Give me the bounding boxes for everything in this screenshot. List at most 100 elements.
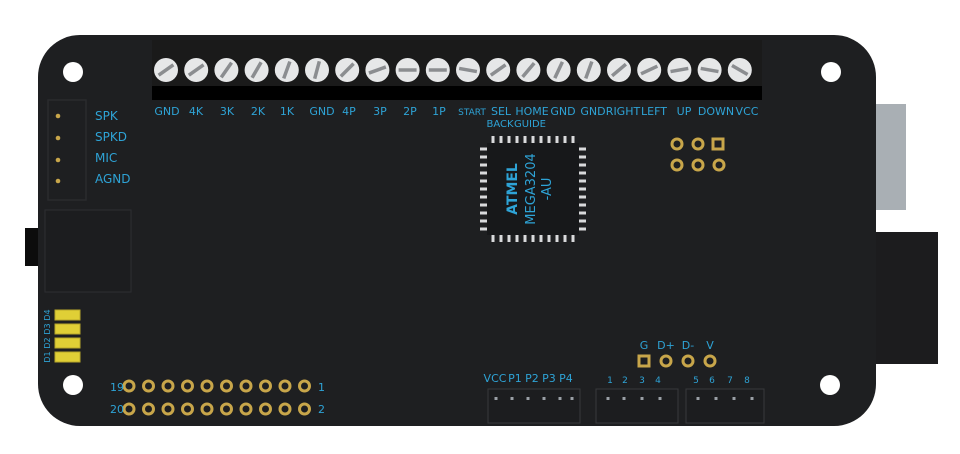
audio-header — [47, 99, 87, 201]
isp-pad — [712, 158, 726, 172]
header-pad — [259, 402, 272, 416]
header-pad — [200, 379, 214, 393]
connector-number: 4 — [655, 376, 661, 386]
led — [54, 351, 81, 363]
connector-number: 3 — [639, 376, 645, 386]
chip-pin — [480, 163, 488, 167]
terminal-label: GND — [580, 105, 605, 118]
terminal-label: 4P — [342, 105, 356, 118]
connector-label: P4 — [559, 372, 573, 385]
terminal-label: LEFT — [641, 105, 667, 118]
terminal-screw — [486, 58, 511, 82]
header-pad — [181, 379, 194, 393]
connector-label: P2 — [525, 372, 539, 385]
usb-label-dminus: D- — [682, 339, 694, 352]
chip-pin — [499, 234, 503, 242]
led-array — [54, 309, 81, 363]
chip-marking-suffix: -AU — [540, 178, 555, 201]
usb-label-g: G — [640, 339, 649, 352]
connector-pin — [640, 397, 644, 400]
chip-pin — [547, 234, 551, 242]
terminal-screw — [607, 58, 631, 82]
chip-pin — [507, 136, 511, 144]
header-pad — [181, 402, 194, 416]
terminal-screw — [637, 58, 662, 82]
chip-pin — [480, 171, 488, 175]
terminal-screw — [335, 58, 360, 82]
chip-pin — [480, 211, 488, 215]
guide-label: GUIDE — [514, 119, 546, 130]
connector-pin — [494, 397, 498, 400]
terminal-label: 2P — [403, 105, 417, 118]
microcontroller-chip — [487, 143, 579, 235]
chip-pin — [531, 136, 535, 144]
chip-pin — [578, 179, 586, 183]
isp-pad-square — [711, 137, 725, 151]
header-pad — [122, 402, 136, 416]
led-label-d1: D1 — [43, 351, 52, 362]
connector-1-4 — [595, 388, 679, 424]
isp-header — [670, 137, 726, 172]
audio-pin — [55, 178, 61, 184]
terminal-screw — [546, 58, 571, 82]
audio-header-pins — [55, 113, 61, 184]
isp-pad — [691, 137, 705, 151]
chip-pin — [555, 234, 559, 242]
header-pad — [220, 379, 233, 393]
connector-pin — [606, 397, 610, 400]
connector-pin — [558, 397, 562, 400]
connector-pins — [494, 397, 754, 400]
connector-pin — [542, 397, 546, 400]
terminal-label: 4K — [189, 105, 204, 118]
header-pad — [122, 379, 136, 393]
isp-pad — [691, 158, 705, 172]
terminal-label: 1K — [280, 105, 295, 118]
chip-pin — [555, 136, 559, 144]
chip-pin — [531, 234, 535, 242]
chip-pin — [515, 136, 519, 144]
usb-pad — [681, 354, 695, 368]
chip-pin — [578, 187, 586, 191]
connector-pin — [526, 397, 530, 400]
terminal-screw — [576, 58, 601, 82]
connector-5-8 — [685, 388, 765, 424]
chip-pin — [578, 203, 586, 207]
chip-pin — [480, 203, 488, 207]
chip-pin — [480, 147, 488, 151]
header-pad — [220, 402, 233, 416]
terminal-label: VCC — [736, 105, 759, 118]
chip-pin — [491, 234, 495, 242]
led — [54, 323, 81, 335]
audio-label-spk: SPK — [95, 109, 119, 123]
chip-pin — [571, 234, 575, 242]
led — [54, 337, 81, 349]
usb-pad-square — [637, 354, 651, 368]
chip-pin — [515, 234, 519, 242]
header-label-19: 19 — [110, 381, 124, 394]
mounting-hole — [63, 62, 83, 82]
terminal-screw — [365, 58, 390, 82]
terminal-screw — [214, 58, 239, 82]
isp-pad — [670, 137, 684, 151]
chip-pin — [507, 234, 511, 242]
usb-pads — [637, 354, 717, 368]
chip-pin — [539, 234, 543, 242]
connector-pin — [696, 397, 700, 400]
terminal-label: 2K — [251, 105, 266, 118]
chip-pin — [539, 136, 543, 144]
audio-label-mic: MIC — [95, 151, 117, 165]
terminal-label: START — [458, 108, 486, 118]
connector-pin — [750, 397, 754, 400]
terminal-label: GND — [154, 105, 179, 118]
header-pad — [278, 379, 292, 393]
connector-label: P1 — [508, 372, 522, 385]
chip-pin — [480, 195, 488, 199]
audio-label-agnd: AGND — [95, 172, 131, 186]
terminal-label: DOWN — [698, 105, 734, 118]
chip-marking-part: MEGA3204 — [524, 153, 539, 224]
chip-pin — [480, 179, 488, 183]
connector-number: 1 — [607, 376, 613, 386]
header-label-2: 2 — [318, 403, 325, 416]
isp-pad — [670, 158, 684, 172]
